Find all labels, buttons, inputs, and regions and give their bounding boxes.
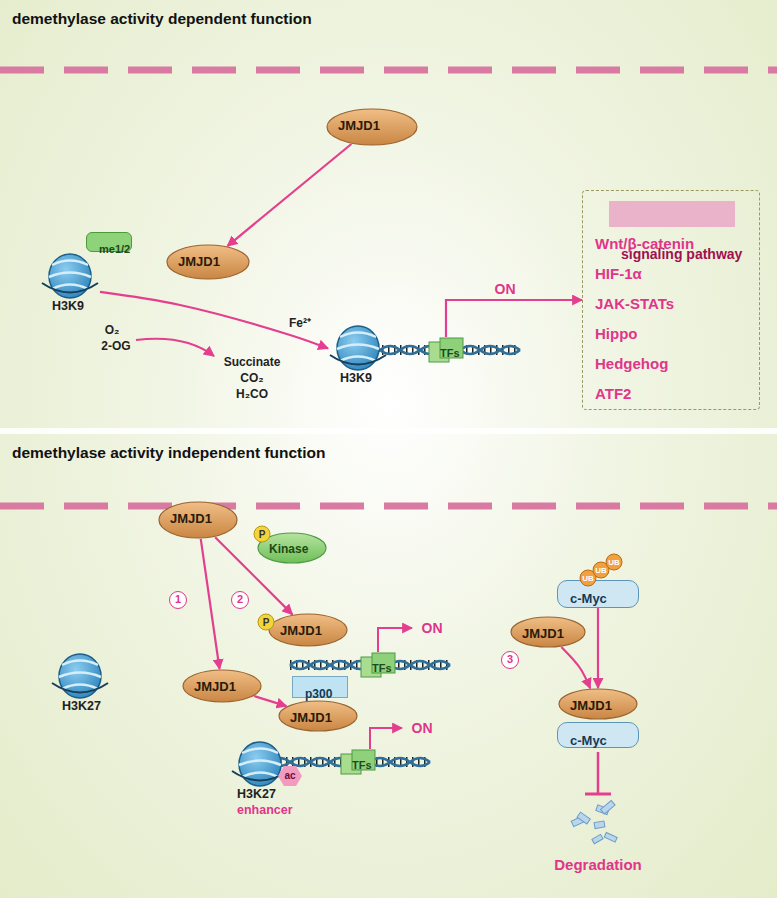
panel-divider	[0, 428, 777, 434]
node-label: ATF2	[595, 379, 631, 409]
node-label: JMJD1	[338, 118, 380, 133]
node-label: enhancer	[237, 802, 293, 818]
node-label: Hippo	[595, 319, 638, 349]
nucleosome-drawing	[328, 322, 388, 374]
node-label: TFs	[352, 759, 372, 771]
node-label: me1/2	[99, 243, 130, 255]
node-label: JAK-STATs	[595, 289, 674, 319]
inhibition-line	[585, 752, 611, 794]
node-label: H3K9	[340, 370, 372, 386]
pathway-box: signaling pathwayWnt/β-cateninHIF-1αJAK-…	[582, 190, 760, 410]
arrow-connector	[100, 292, 328, 349]
protein-ellipse: JMJD1	[558, 688, 638, 720]
edge-label: ON	[495, 281, 516, 297]
tf-box: TFs	[360, 652, 396, 678]
cmyc-box: c-Myc	[557, 722, 639, 748]
node-label: c-Myc	[570, 733, 607, 748]
panel-band: JMJD1H3K9me1/2JMJD1H3K9TFssignaling path…	[0, 0, 777, 428]
nucleosome: H3K9	[40, 250, 100, 324]
callout-number: 1	[169, 591, 187, 609]
node-label: Hedgehog	[595, 349, 668, 379]
activation-arrow	[378, 628, 412, 652]
protein-ellipse: JMJD1	[278, 700, 358, 732]
panel-heading: demethylase activity independent functio…	[12, 444, 326, 462]
node-label: JMJD1	[522, 626, 564, 641]
nucleosome: H3K9	[328, 322, 388, 396]
node-label: JMJD1	[194, 679, 236, 694]
node-label: p300	[305, 687, 332, 701]
panel-band: JMJD1KinaseH3K27JMJD1p300JMJD1H3K27enhan…	[0, 434, 777, 898]
ubiquitin-mark: UB	[606, 554, 623, 571]
protein-ellipse: JMJD1	[268, 613, 348, 647]
node-label: Wnt/β-catenin	[595, 229, 694, 259]
cmyc-box: c-Myc	[557, 580, 639, 608]
node-label: H3K27	[62, 698, 101, 714]
tf-box: TFs	[428, 337, 464, 363]
node-label: HIF-1α	[595, 259, 642, 289]
node-label: c-Myc	[570, 591, 607, 606]
membrane-line	[0, 503, 777, 510]
outcome-label: Degradation	[554, 856, 642, 873]
panel-heading: demethylase activity dependent function	[12, 10, 312, 28]
arrow-connector	[227, 144, 351, 246]
chem-formula: H₂CO	[236, 387, 268, 401]
phospho-mark: P	[254, 526, 271, 543]
protein-ellipse: JMJD1	[510, 616, 586, 648]
phospho-mark: P	[258, 614, 275, 631]
node-label: TFs	[440, 347, 460, 359]
protein-ellipse: JMJD1	[158, 501, 238, 539]
arrow-connector	[201, 539, 220, 669]
chem-formula: Fe²⁺	[289, 314, 311, 331]
node-label: JMJD1	[280, 623, 322, 638]
node-label: Kinase	[269, 542, 308, 556]
protein-ellipse: JMJD1	[182, 669, 262, 703]
node-label: H3K9	[52, 298, 84, 314]
node-label: JMJD1	[290, 710, 332, 725]
node-label: TFs	[372, 662, 392, 674]
callout-number: 2	[231, 591, 249, 609]
node-label: H3K27	[237, 786, 276, 802]
reaction-arrow	[136, 339, 214, 356]
tf-box: TFs	[340, 749, 376, 775]
callout-number: 3	[501, 651, 519, 669]
node-label: JMJD1	[570, 698, 612, 713]
chem-formula: CO₂	[240, 371, 263, 385]
arrow-connector	[597, 608, 599, 688]
nucleosome-drawing	[40, 250, 100, 302]
nucleosome-drawing	[50, 650, 110, 702]
membrane-line	[0, 67, 777, 74]
nucleosome: H3K27	[50, 650, 110, 724]
arrow-connector	[215, 537, 292, 614]
arrow-connector	[446, 300, 582, 337]
pathway-header: signaling pathway	[609, 201, 735, 227]
activation-arrow	[370, 728, 402, 749]
p300-box: p300	[292, 676, 348, 698]
node-label: JMJD1	[178, 254, 220, 269]
chem-formula: O₂	[105, 323, 120, 337]
arrow-connector	[254, 696, 286, 706]
acetyl-mark: ac	[278, 766, 302, 786]
degradation-icon	[571, 800, 617, 843]
node-label: JMJD1	[170, 511, 212, 526]
protein-ellipse: JMJD1	[166, 244, 250, 280]
chem-formula: Succinate	[224, 355, 281, 369]
chem-formula: 2-OG	[101, 339, 130, 353]
arrow-connector	[561, 647, 590, 688]
status-label: ON	[412, 720, 433, 736]
protein-ellipse: JMJD1	[326, 108, 418, 146]
methyl-tag: me1/2	[86, 232, 132, 252]
status-label: ON	[422, 620, 443, 636]
